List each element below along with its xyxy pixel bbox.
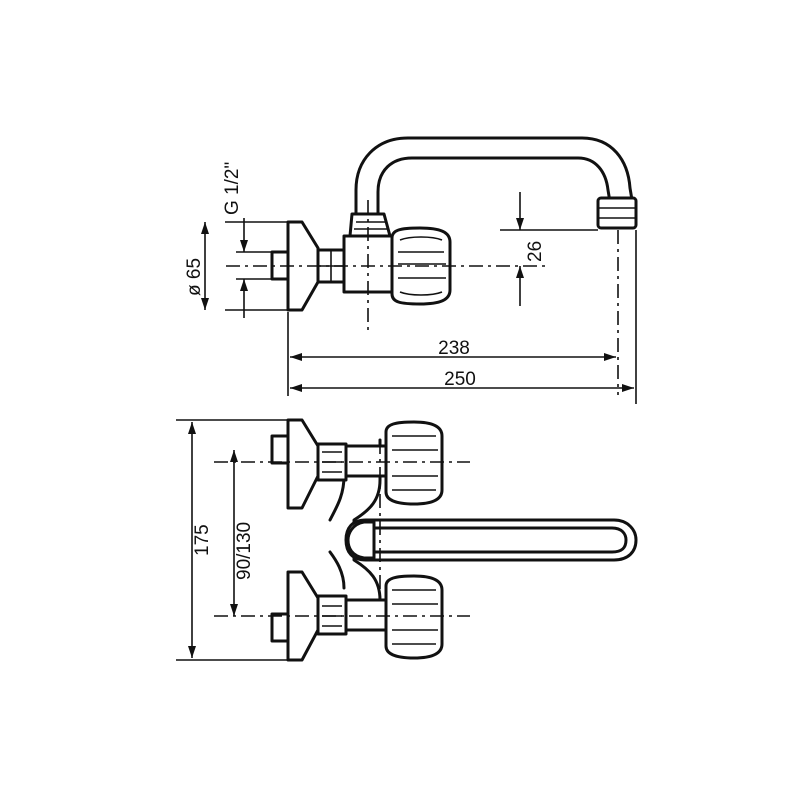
top-flange-upper: [286, 418, 320, 510]
offset-dimension-label: 26: [525, 241, 546, 262]
top-view: 175 90/130: [176, 418, 638, 662]
diameter-dimension-label: ø 65: [184, 258, 205, 296]
side-spout-outer: [354, 136, 634, 216]
top-nut-lower: [316, 594, 348, 636]
height-dimension-label: 175: [192, 524, 213, 556]
top-inlet-lower: [270, 612, 290, 643]
side-view: G 1/2" ø 65 26 238 250: [184, 136, 638, 404]
thread-dimension-label: G 1/2": [222, 162, 243, 215]
side-spout-collar: [348, 212, 392, 238]
top-handle-upper: [384, 420, 444, 506]
projection-inner-label: 238: [438, 338, 470, 359]
centers-dimension-label: 90/130: [234, 522, 255, 580]
top-handle-lower: [384, 574, 444, 660]
top-inlet-upper: [270, 434, 290, 465]
side-aerator: [596, 196, 638, 230]
side-spout-inner: [376, 156, 612, 216]
projection-outer-label: 250: [444, 369, 476, 390]
top-spout: [344, 518, 638, 562]
